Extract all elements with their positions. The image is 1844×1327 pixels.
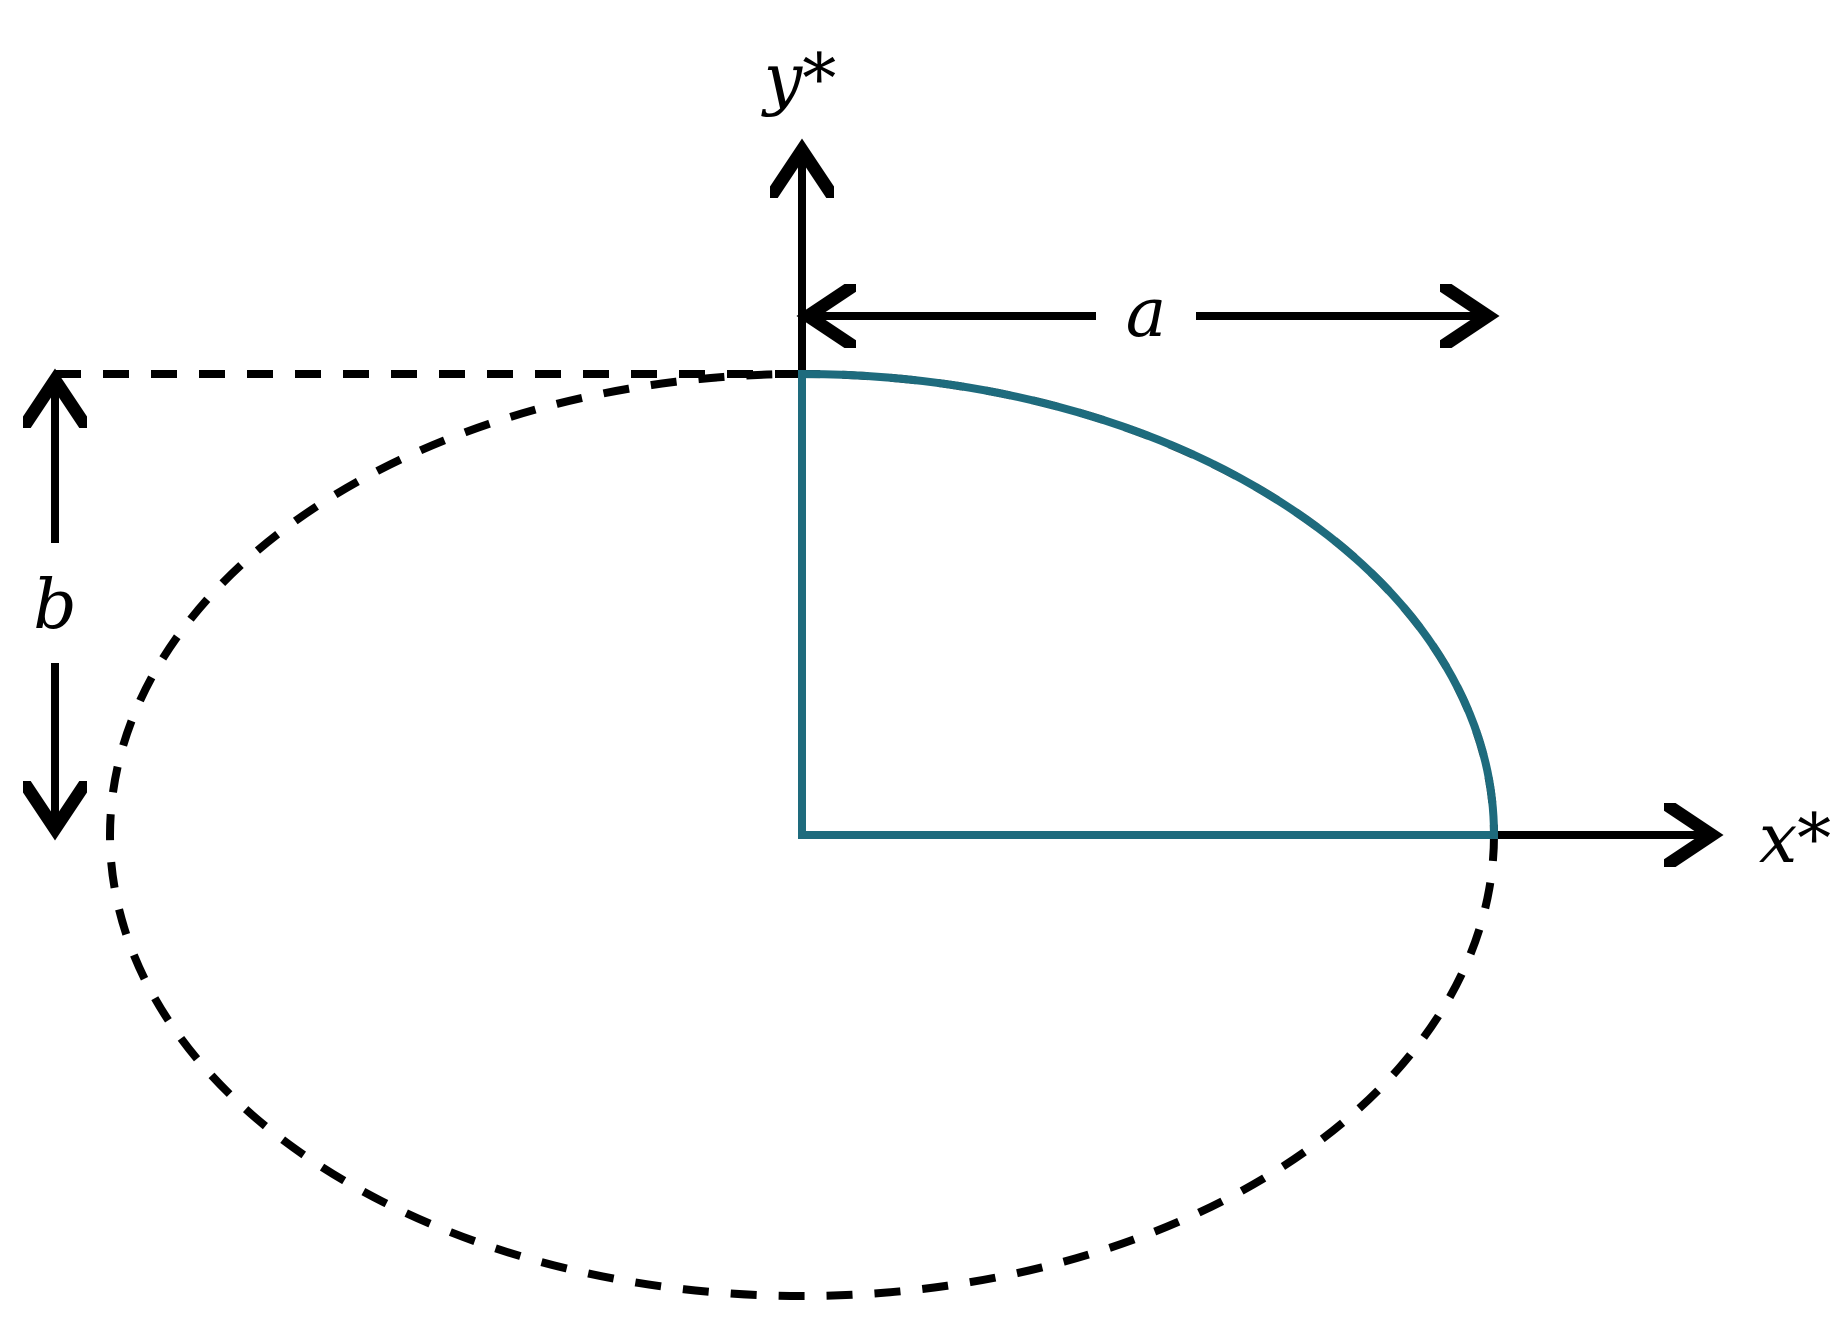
quarter-ellipse-outline: [798, 369, 1499, 839]
x-axis-label: x*: [1759, 800, 1831, 879]
y-axis-label: y*: [761, 40, 836, 119]
dimension-a-label: a: [1126, 274, 1167, 353]
dimension-b-label: b: [33, 566, 77, 645]
